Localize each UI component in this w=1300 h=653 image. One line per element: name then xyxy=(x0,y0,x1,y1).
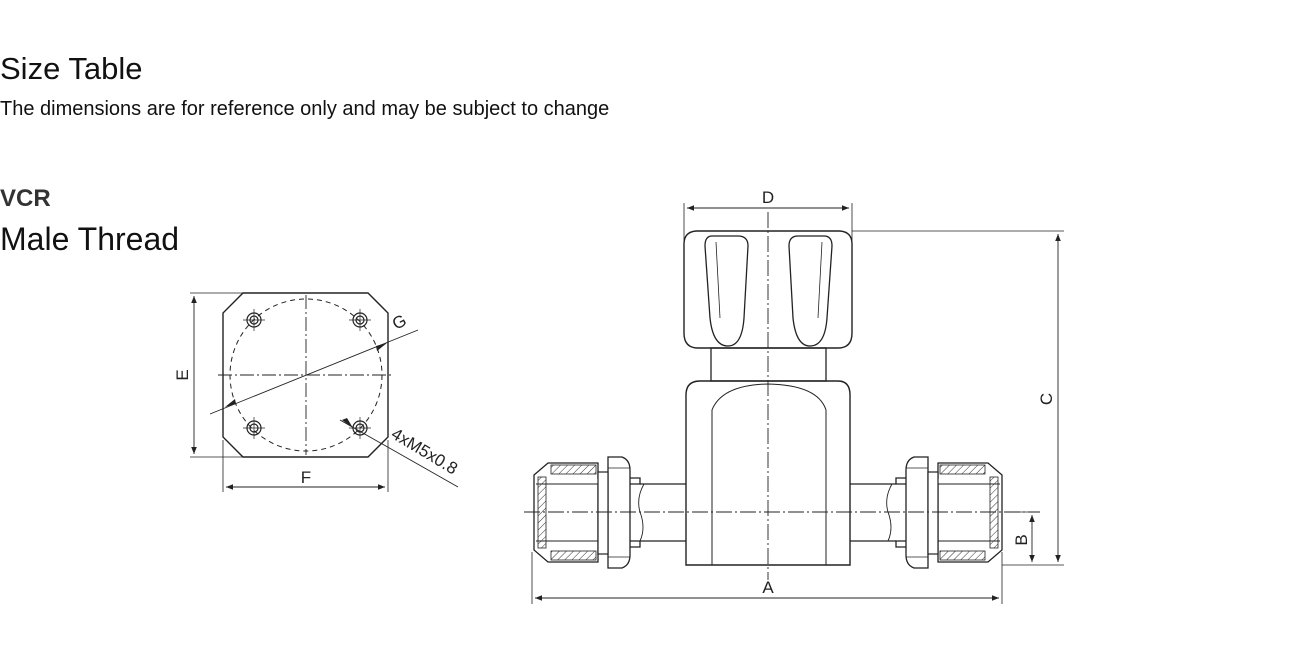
mounting-hole xyxy=(243,417,265,439)
dimension-d-label: D xyxy=(762,188,774,207)
bottom-view xyxy=(190,292,459,492)
hole-callout-leader xyxy=(339,419,459,488)
dimension-g-line xyxy=(209,329,419,415)
flange-outline xyxy=(222,292,389,458)
dimension-g-label: G xyxy=(389,311,410,334)
mounting-hole xyxy=(349,309,371,331)
dimension-c-label: C xyxy=(1037,393,1056,405)
hole-callout-label: 4xM5x0.8 xyxy=(388,424,461,478)
dimension-a-label: A xyxy=(762,578,774,597)
knob-grip xyxy=(704,235,749,347)
dimension-b-label: B xyxy=(1012,534,1031,545)
page-subtitle: The dimensions are for reference only an… xyxy=(0,98,610,120)
knob-grip xyxy=(788,235,833,347)
handle-knob xyxy=(683,230,853,349)
left-fitting xyxy=(533,456,641,569)
dimension-f-label: F xyxy=(301,468,311,487)
valve-body xyxy=(685,380,851,566)
right-fitting xyxy=(895,456,1003,569)
series-label: VCR xyxy=(0,185,51,212)
front-view xyxy=(524,203,1064,604)
dimension-e-label: E xyxy=(173,369,192,380)
stem-neck xyxy=(710,347,827,382)
variant-label: Male Thread xyxy=(0,221,180,257)
page-title: Size Table xyxy=(0,51,143,86)
mounting-hole xyxy=(243,309,265,331)
